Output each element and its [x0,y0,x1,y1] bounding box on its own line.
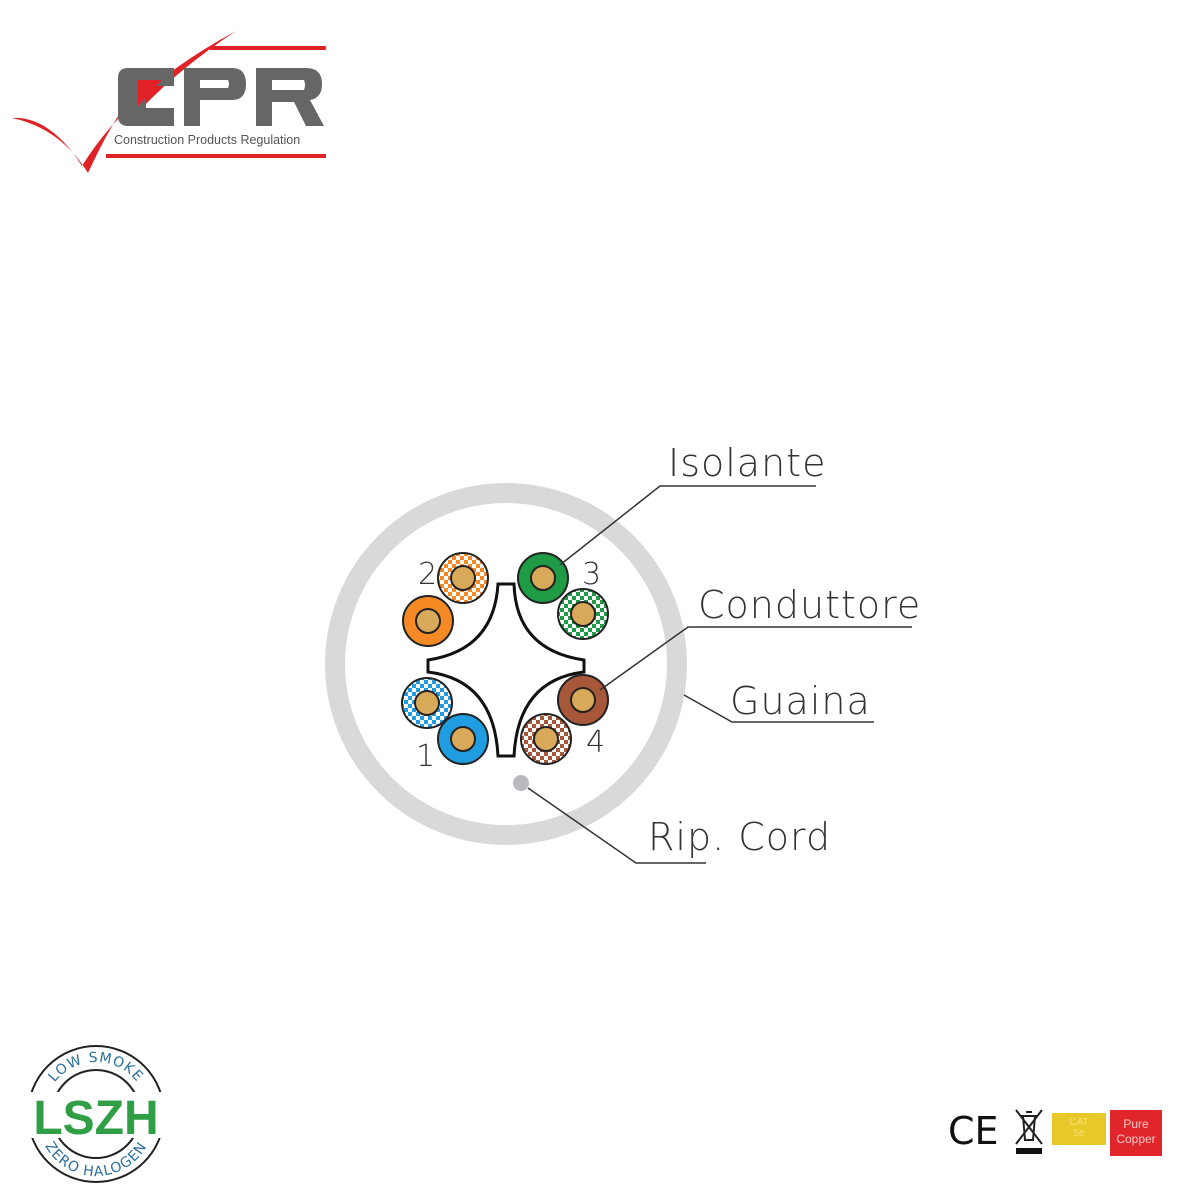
pair-number-1: 1 [416,739,436,774]
pair-number-2: 2 [418,557,438,592]
cat5e-badge: CAT 5e [1052,1113,1106,1145]
lszh-badge: LOW SMOKE ZERO HALOGEN LSZH [14,1036,178,1192]
pair-1-blue [401,677,489,765]
label-insulation: Isolante [668,441,827,485]
cpr-logo: Construction Products Regulation [10,28,340,178]
checkmark-icon [12,31,236,173]
weee-bin-icon [1015,1109,1043,1145]
rip-cord [513,775,529,791]
svg-text:Construction Products Regulati: Construction Products Regulation [114,133,300,147]
jacket-ring [325,483,687,845]
pure-copper-badge: Pure Copper [1110,1110,1162,1156]
ce-mark-icon: CE [948,1109,999,1153]
label-conductor: Conduttore [698,583,922,627]
pair-number-4: 4 [586,725,606,760]
svg-text:ZERO HALOGEN: ZERO HALOGEN [41,1139,150,1180]
svg-text:LSZH: LSZH [33,1092,158,1145]
label-rip-cord: Rip. Cord [648,815,832,859]
pair-2-orange [402,552,489,647]
certification-badges: CE CAT 5e Pure Copper [946,1100,1166,1160]
cross-separator [426,582,586,758]
cpr-logo-graphic: Construction Products Regulation [12,31,326,173]
leader-lines [527,485,912,864]
label-jacket: Guaina [730,679,871,723]
pair-number-3: 3 [582,557,602,592]
pair-3-green [517,552,609,640]
pair-4-brown [520,674,609,765]
